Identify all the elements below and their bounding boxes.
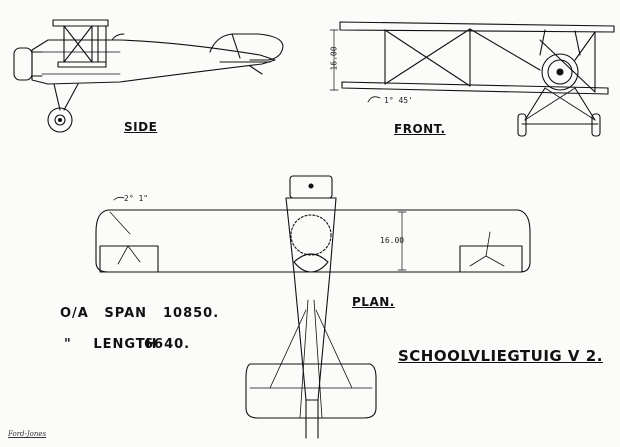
plan-gap-value: 16.00 (380, 236, 405, 245)
front-gap-value: 16.00 (329, 46, 339, 71)
drawing-title: SCHOOLVLIEGTUIG V 2. (398, 347, 603, 365)
spec-name: SPAN (104, 306, 148, 321)
plan-wing (95, 209, 531, 273)
side-tail-fin (209, 33, 284, 61)
side-lower-wing (57, 61, 107, 68)
plan-view (95, 175, 531, 439)
front-left-wheel (517, 113, 527, 137)
side-engine-cowling (13, 47, 33, 81)
front-view-label: FRONT. (394, 122, 446, 136)
side-view-label: SIDE (124, 120, 158, 134)
plan-view-label: PLAN. (352, 295, 395, 309)
side-view (13, 19, 284, 133)
side-undercarriage (53, 83, 61, 111)
spec-prefix: O/A (60, 306, 89, 321)
front-engine (541, 53, 579, 91)
plan-tailplane (245, 363, 377, 419)
front-lower-wing (341, 81, 609, 95)
front-view (329, 21, 615, 137)
front-right-wheel (591, 113, 601, 137)
author-signature: Ford-Jones (8, 430, 47, 438)
plan-fuselage (285, 197, 337, 401)
plan-right-aileron (459, 245, 523, 273)
spec-prefix: " (64, 337, 72, 352)
front-upper-wing (339, 21, 615, 33)
spec-value: 6640. (144, 337, 191, 352)
spec-row: " LENGTH 6640. (64, 337, 189, 352)
front-undercarriage (524, 87, 546, 121)
plan-sweep-value: 2° 1" (124, 194, 149, 203)
spec-name: LENGTH (93, 337, 158, 352)
spec-row: O/A SPAN 10850. (60, 306, 218, 321)
plan-left-aileron (99, 245, 159, 273)
front-dihedral-value: 1° 45' (384, 96, 413, 105)
side-wheel (47, 107, 73, 133)
plan-cockpit (290, 214, 332, 256)
spec-value: 10850. (163, 306, 220, 321)
plan-seat (293, 253, 329, 273)
side-upper-wing (52, 19, 109, 27)
